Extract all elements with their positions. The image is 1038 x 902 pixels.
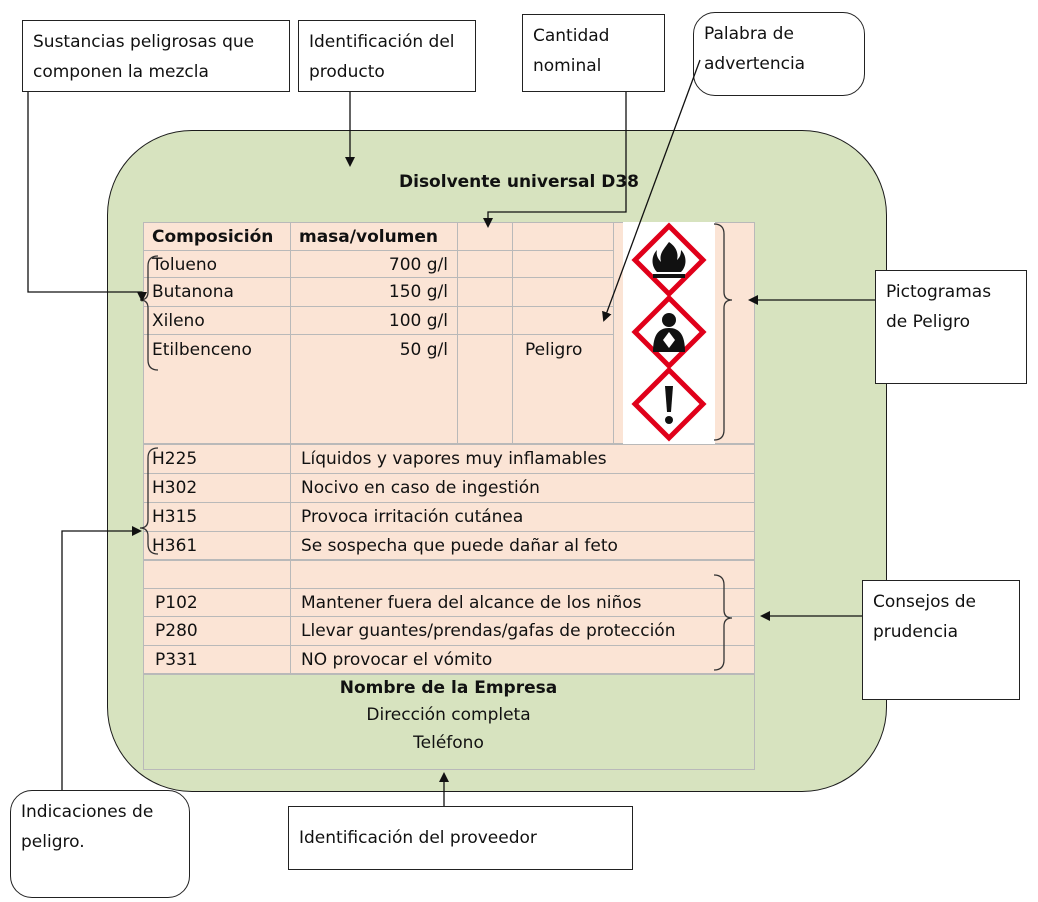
- callout-nominal-quantity: Cantidad nominal: [522, 14, 665, 92]
- hazard-code: H302: [152, 478, 198, 498]
- precautionary-statements-table: [143, 560, 755, 674]
- precaution-text: Mantener fuera del alcance de los niños: [301, 593, 642, 613]
- callout-supplier-identification: Identificación del proveedor: [288, 806, 633, 870]
- supplier-box: [143, 674, 755, 770]
- exclamation-mark-pictogram: [631, 366, 707, 442]
- company-name: Nombre de la Empresa: [339, 678, 558, 698]
- hazard-text: Se sospecha que puede dañar al feto: [301, 536, 618, 556]
- pictograms-column: [623, 222, 715, 444]
- precaution-code: P280: [155, 621, 198, 641]
- product-name: Disolvente universal D38: [399, 172, 639, 192]
- component-name: Tolueno: [152, 255, 218, 275]
- hazard-text: Provoca irritación cutánea: [301, 507, 524, 527]
- component-name: Butanona: [152, 282, 234, 302]
- component-name: Xileno: [152, 311, 205, 331]
- callout-hazard-pictograms: Pictogramas de Peligro: [875, 270, 1027, 384]
- flame-pictogram: [631, 222, 707, 298]
- component-name: Etilbenceno: [152, 340, 252, 360]
- leader-hazard-statements: [61, 526, 142, 790]
- precautionary-brace: [713, 574, 733, 671]
- component-value: 150 g/l: [388, 282, 448, 302]
- company-phone: Teléfono: [413, 733, 484, 753]
- callout-product-identification: Identificación del producto: [298, 20, 476, 92]
- callout-signal-word: Palabra de advertencia: [693, 12, 865, 96]
- component-value: 100 g/l: [388, 311, 448, 331]
- precaution-code: P102: [155, 593, 198, 613]
- hazard-code: H361: [152, 536, 198, 556]
- precaution-code: P331: [155, 650, 198, 670]
- hazard-text: Líquidos y vapores muy inflamables: [301, 449, 607, 469]
- precaution-text: NO provocar el vómito: [301, 650, 493, 670]
- mass-header: masa/volumen: [299, 227, 439, 247]
- component-value: 50 g/l: [399, 340, 448, 360]
- leader-nominal-quantity: [483, 92, 627, 228]
- hazard-statements-brace: [139, 447, 159, 555]
- components-brace: [139, 255, 159, 371]
- hazard-code: H225: [152, 449, 198, 469]
- component-value: 700 g/l: [388, 255, 448, 275]
- signal-word: Peligro: [525, 340, 583, 360]
- company-address: Dirección completa: [366, 705, 531, 725]
- callout-hazard-statements: Indicaciones de peligro.: [10, 790, 190, 898]
- leader-signal-word: [602, 59, 701, 322]
- pictograms-brace: [713, 223, 733, 441]
- callout-precautionary-advice: Consejos de prudencia: [862, 580, 1020, 700]
- leader-substances: [27, 92, 147, 302]
- precaution-text: Llevar guantes/prendas/gafas de protecci…: [301, 621, 676, 641]
- health-hazard-pictogram: [631, 294, 707, 370]
- composition-header: Composición: [152, 227, 274, 247]
- callout-hazardous-substances: Sustancias peligrosas que componen la me…: [22, 20, 290, 92]
- hazard-text: Nocivo en caso de ingestión: [301, 478, 540, 498]
- hazard-code: H315: [152, 507, 198, 527]
